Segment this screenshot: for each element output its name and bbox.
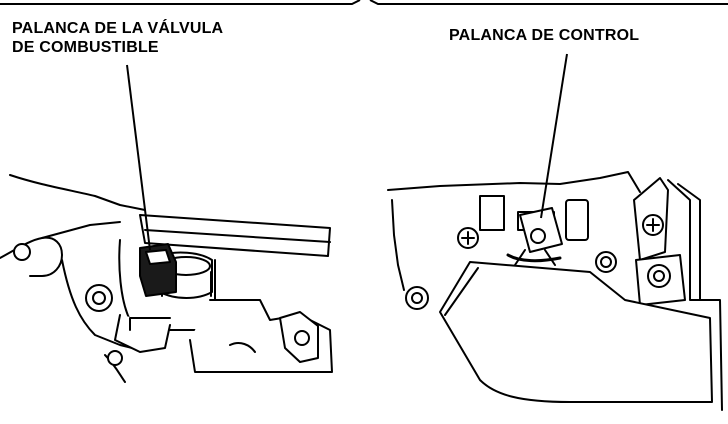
fuel-valve-illustration bbox=[0, 174, 333, 383]
control-lever-label: PALANCA DE CONTROL bbox=[449, 27, 640, 44]
fuel-valve-leader-line bbox=[126, 64, 151, 251]
control-lever-illustration bbox=[387, 171, 723, 411]
fuel-valve-lever-label-line1: PALANCA DE LA VÁLVULA bbox=[12, 20, 224, 37]
panel-frame-edges bbox=[0, 0, 728, 5]
control-lever-leader-line bbox=[540, 53, 568, 219]
fuel-valve-lever-label: PALANCA DE LA VÁLVULA DE COMBUSTIBLE bbox=[12, 19, 223, 57]
fuel-valve-lever-label-line2: DE COMBUSTIBLE bbox=[12, 39, 159, 56]
